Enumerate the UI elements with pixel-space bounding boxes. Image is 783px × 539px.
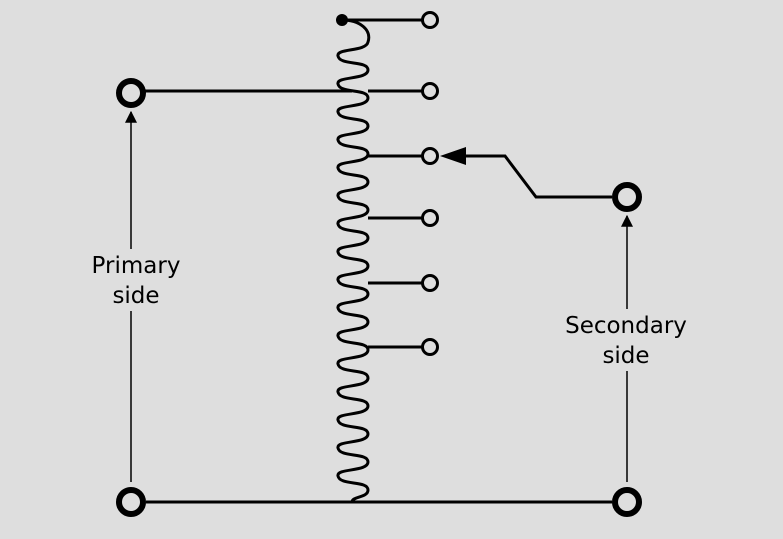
wiper-arrowhead [440,147,466,165]
secondary-label-bg [556,309,698,371]
tap-terminal-6 [421,338,439,356]
tap-terminal-2 [421,82,439,100]
tap-terminal-1 [421,11,439,29]
tap-terminal-3 [421,147,439,165]
secondary-label-line1: Secondary [565,313,687,339]
primary-label-line1: Primary [92,253,181,279]
primary-label-line2: side [112,283,159,309]
tap-terminal-5 [421,274,439,292]
winding-coil [336,18,371,503]
secondary-top-terminal [612,182,642,212]
primary-bottom-terminal [116,487,146,517]
primary-top-terminal [116,78,146,108]
primary-label-bg [84,249,188,311]
secondary-bottom-terminal [612,487,642,517]
secondary-wiper-lead [450,154,612,199]
secondary-label-line2: side [602,343,649,369]
tap-terminal-4 [421,209,439,227]
